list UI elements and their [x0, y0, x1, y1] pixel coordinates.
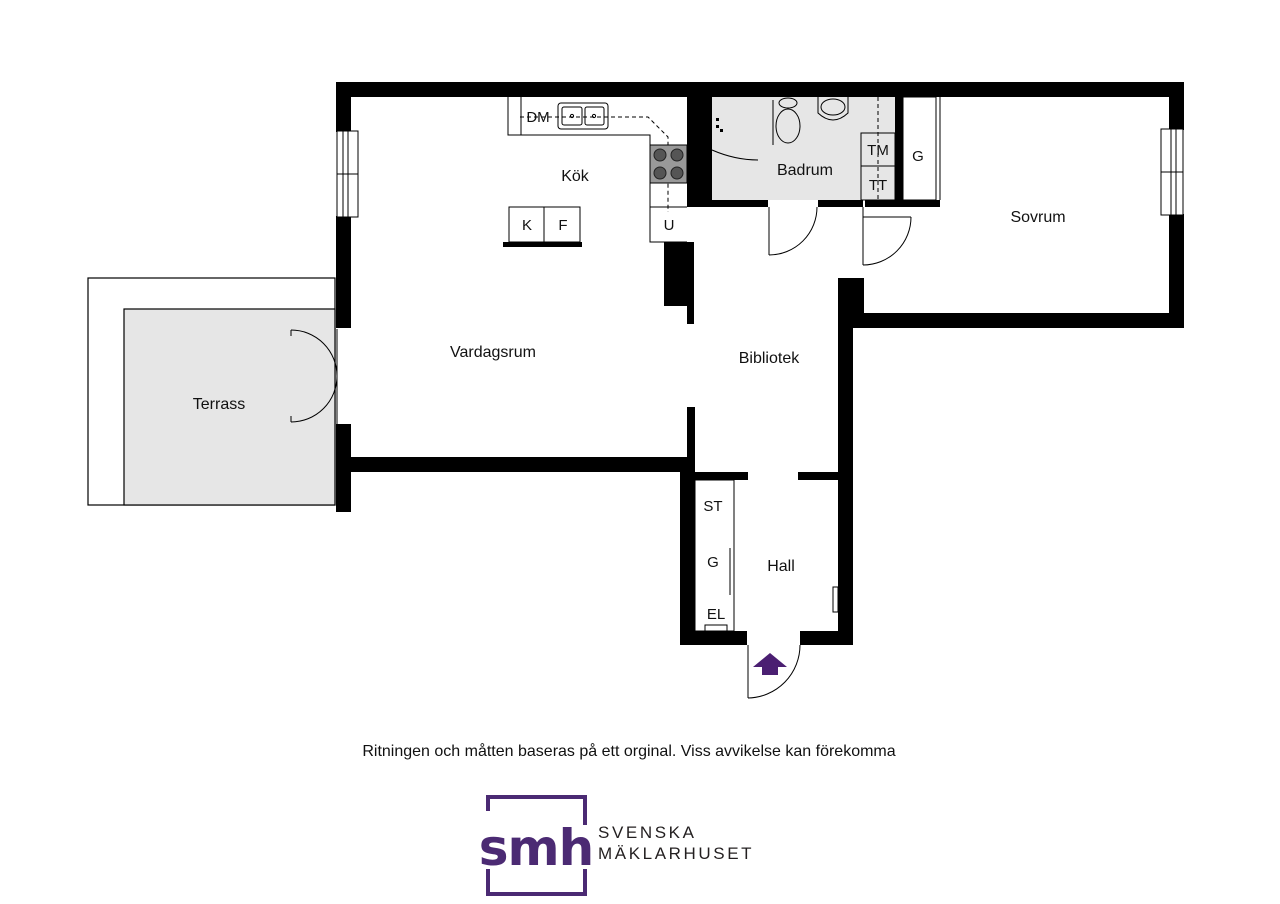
- room-label-bibliotek: Bibliotek: [739, 350, 800, 367]
- fixture-label-k: K: [522, 217, 532, 234]
- bedroom-wardrobe: [902, 96, 941, 201]
- logo-text: smh: [479, 819, 593, 877]
- brand-name: SVENSKA MÄKLARHUSET: [598, 822, 754, 864]
- room-label-sovrum: Sovrum: [1010, 209, 1065, 226]
- room-label-vardagsrum: Vardagsrum: [450, 344, 536, 361]
- smh-logo-icon: smh: [479, 795, 594, 896]
- fixture-label-f: F: [558, 217, 567, 234]
- terrace-door: [290, 329, 338, 424]
- bathroom-door: [768, 206, 818, 256]
- fixture-label-tt: TT: [869, 177, 887, 194]
- fixture-label-dm: DM: [526, 109, 549, 126]
- room-label-hall: Hall: [767, 558, 795, 575]
- terrace: [87, 277, 336, 506]
- entrance-door: [747, 644, 801, 699]
- fridge-freezer: [508, 206, 581, 243]
- room-label-terrass: Terrass: [193, 396, 245, 413]
- window-kitchen: [336, 130, 359, 218]
- disclaimer-text: Ritningen och måtten baseras på ett orgi…: [362, 743, 896, 760]
- kitchen-counter: [507, 97, 687, 243]
- fridge-wall: [503, 242, 582, 247]
- fixture-label-u: U: [664, 217, 675, 234]
- brand-line-1: SVENSKA: [598, 823, 697, 842]
- fixture-label-g-bedroom: G: [912, 148, 924, 165]
- fixture-label-tm: TM: [867, 142, 889, 159]
- bathroom-floor: [712, 97, 895, 200]
- hall-storage: [694, 479, 839, 632]
- room-label-kok: Kök: [561, 168, 590, 185]
- shower-icon: [716, 118, 723, 132]
- bathroom-fixtures: [711, 97, 896, 201]
- fixture-label-el: EL: [707, 606, 725, 623]
- room-label-badrum: Badrum: [777, 162, 833, 179]
- walls: [336, 82, 1184, 645]
- stove-icon: [649, 144, 688, 184]
- brand-line-2: MÄKLARHUSET: [598, 844, 755, 863]
- entrance-arrow-icon: [753, 653, 787, 675]
- fixture-label-g-hall: G: [707, 554, 719, 571]
- window-bedroom: [1160, 128, 1184, 216]
- bedroom-door: [862, 207, 912, 266]
- fixture-label-st: ST: [703, 498, 722, 515]
